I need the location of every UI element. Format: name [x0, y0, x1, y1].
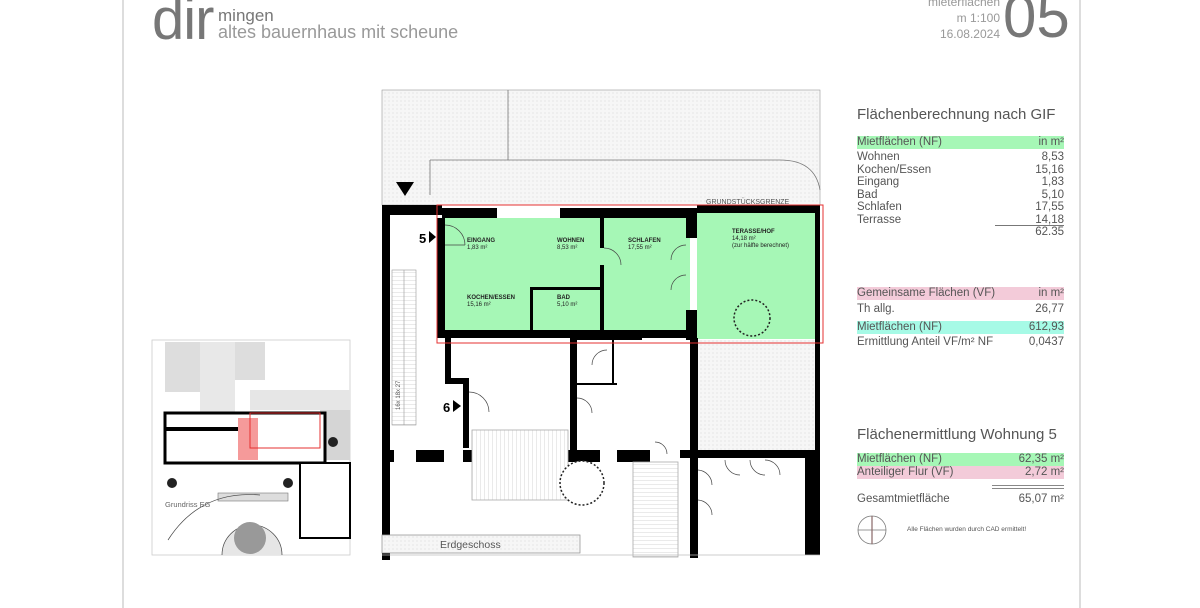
- apartment-highlight: [436, 204, 824, 344]
- summary-title: Flächenermittlung Wohnung 5: [857, 426, 1057, 443]
- scale: m 1:100: [956, 11, 1000, 25]
- unit-arrow-icon: [429, 231, 436, 243]
- nf-header: Mietflächen (NF)in m²: [857, 136, 1064, 149]
- property-boundary-label: GRUNDSTÜCKSGRENZE: [706, 198, 790, 206]
- room-name: BAD: [557, 295, 571, 301]
- vf-header: Gemeinsame Flächen (VF)in m²: [857, 286, 1064, 300]
- unit-marker-5: 5: [419, 231, 426, 246]
- sheet-type: mieterflächen: [927, 0, 1000, 9]
- site-plan-label: Grundriss EG: [165, 500, 211, 509]
- room-name: SCHLAFEN: [628, 238, 661, 244]
- apartment-5-area: [445, 218, 690, 330]
- tree-icon: [733, 299, 771, 337]
- room-area: 8,53 m²: [557, 245, 577, 251]
- summary-vf: Anteiliger Flur (VF)2,72 m²: [857, 466, 1064, 479]
- room-area: 1,83 m²: [467, 245, 487, 251]
- room-area: 5,10 m²: [557, 302, 577, 308]
- date: 16.08.2024: [939, 27, 1000, 41]
- floor-label-box: [381, 534, 581, 554]
- doors: [444, 224, 781, 516]
- staircase: [391, 269, 417, 426]
- sheet-number: 05: [1003, 0, 1070, 50]
- summary-nf: Mietflächen (NF)62,35 m²: [857, 453, 1064, 466]
- calc-title: Flächenberechnung nach GIF: [857, 106, 1056, 123]
- room-area: 17,55 m²: [628, 245, 652, 251]
- unit-summary: Flächenermittlung Wohnung 5 Mietflächen …: [857, 426, 1064, 545]
- room-name: WOHNEN: [557, 238, 584, 244]
- room-name: EINGANG: [467, 238, 495, 244]
- room-name: KOCHEN/ESSEN: [467, 295, 515, 301]
- room-area: 14,18 m²: [732, 236, 756, 242]
- calc-total: 62.35: [1035, 226, 1064, 238]
- th-row: Th allg.26,77: [857, 302, 1064, 315]
- sheet-meta: mieterflächen m 1:100 16.08.2024: [880, 0, 1000, 42]
- room-note: (zur hälfte berechnet): [732, 243, 789, 249]
- tree-icon: [559, 460, 605, 506]
- sheet-frame: [122, 0, 1081, 608]
- entrance-arrow-icon: [396, 182, 414, 196]
- area-calculation: Flächenberechnung nach GIF Mietflächen (…: [857, 106, 1064, 348]
- courtyard-area: [381, 89, 821, 206]
- unit-arrow-icon: [453, 400, 461, 412]
- floor-label: Erdgeschoss: [440, 539, 501, 551]
- room-name: TERASSE/HOF: [732, 229, 775, 235]
- stair-label: 16x 18x 27: [396, 380, 402, 410]
- site-plan: Grundriss EG: [151, 339, 351, 556]
- north-arrow-icon: [857, 515, 887, 544]
- nf-total-row: Mietflächen (NF)612,93: [857, 320, 1064, 334]
- cad-note: Alle Flächen wurden durch CAD ermittelt!: [907, 526, 1027, 533]
- walls: [382, 205, 820, 560]
- unit-marker-6: 6: [443, 400, 450, 415]
- logo: dir: [152, 0, 214, 52]
- project-title: altes bauernhaus mit scheune: [218, 22, 459, 42]
- location: mingen: [218, 6, 274, 25]
- room-area: 15,16 m²: [467, 302, 491, 308]
